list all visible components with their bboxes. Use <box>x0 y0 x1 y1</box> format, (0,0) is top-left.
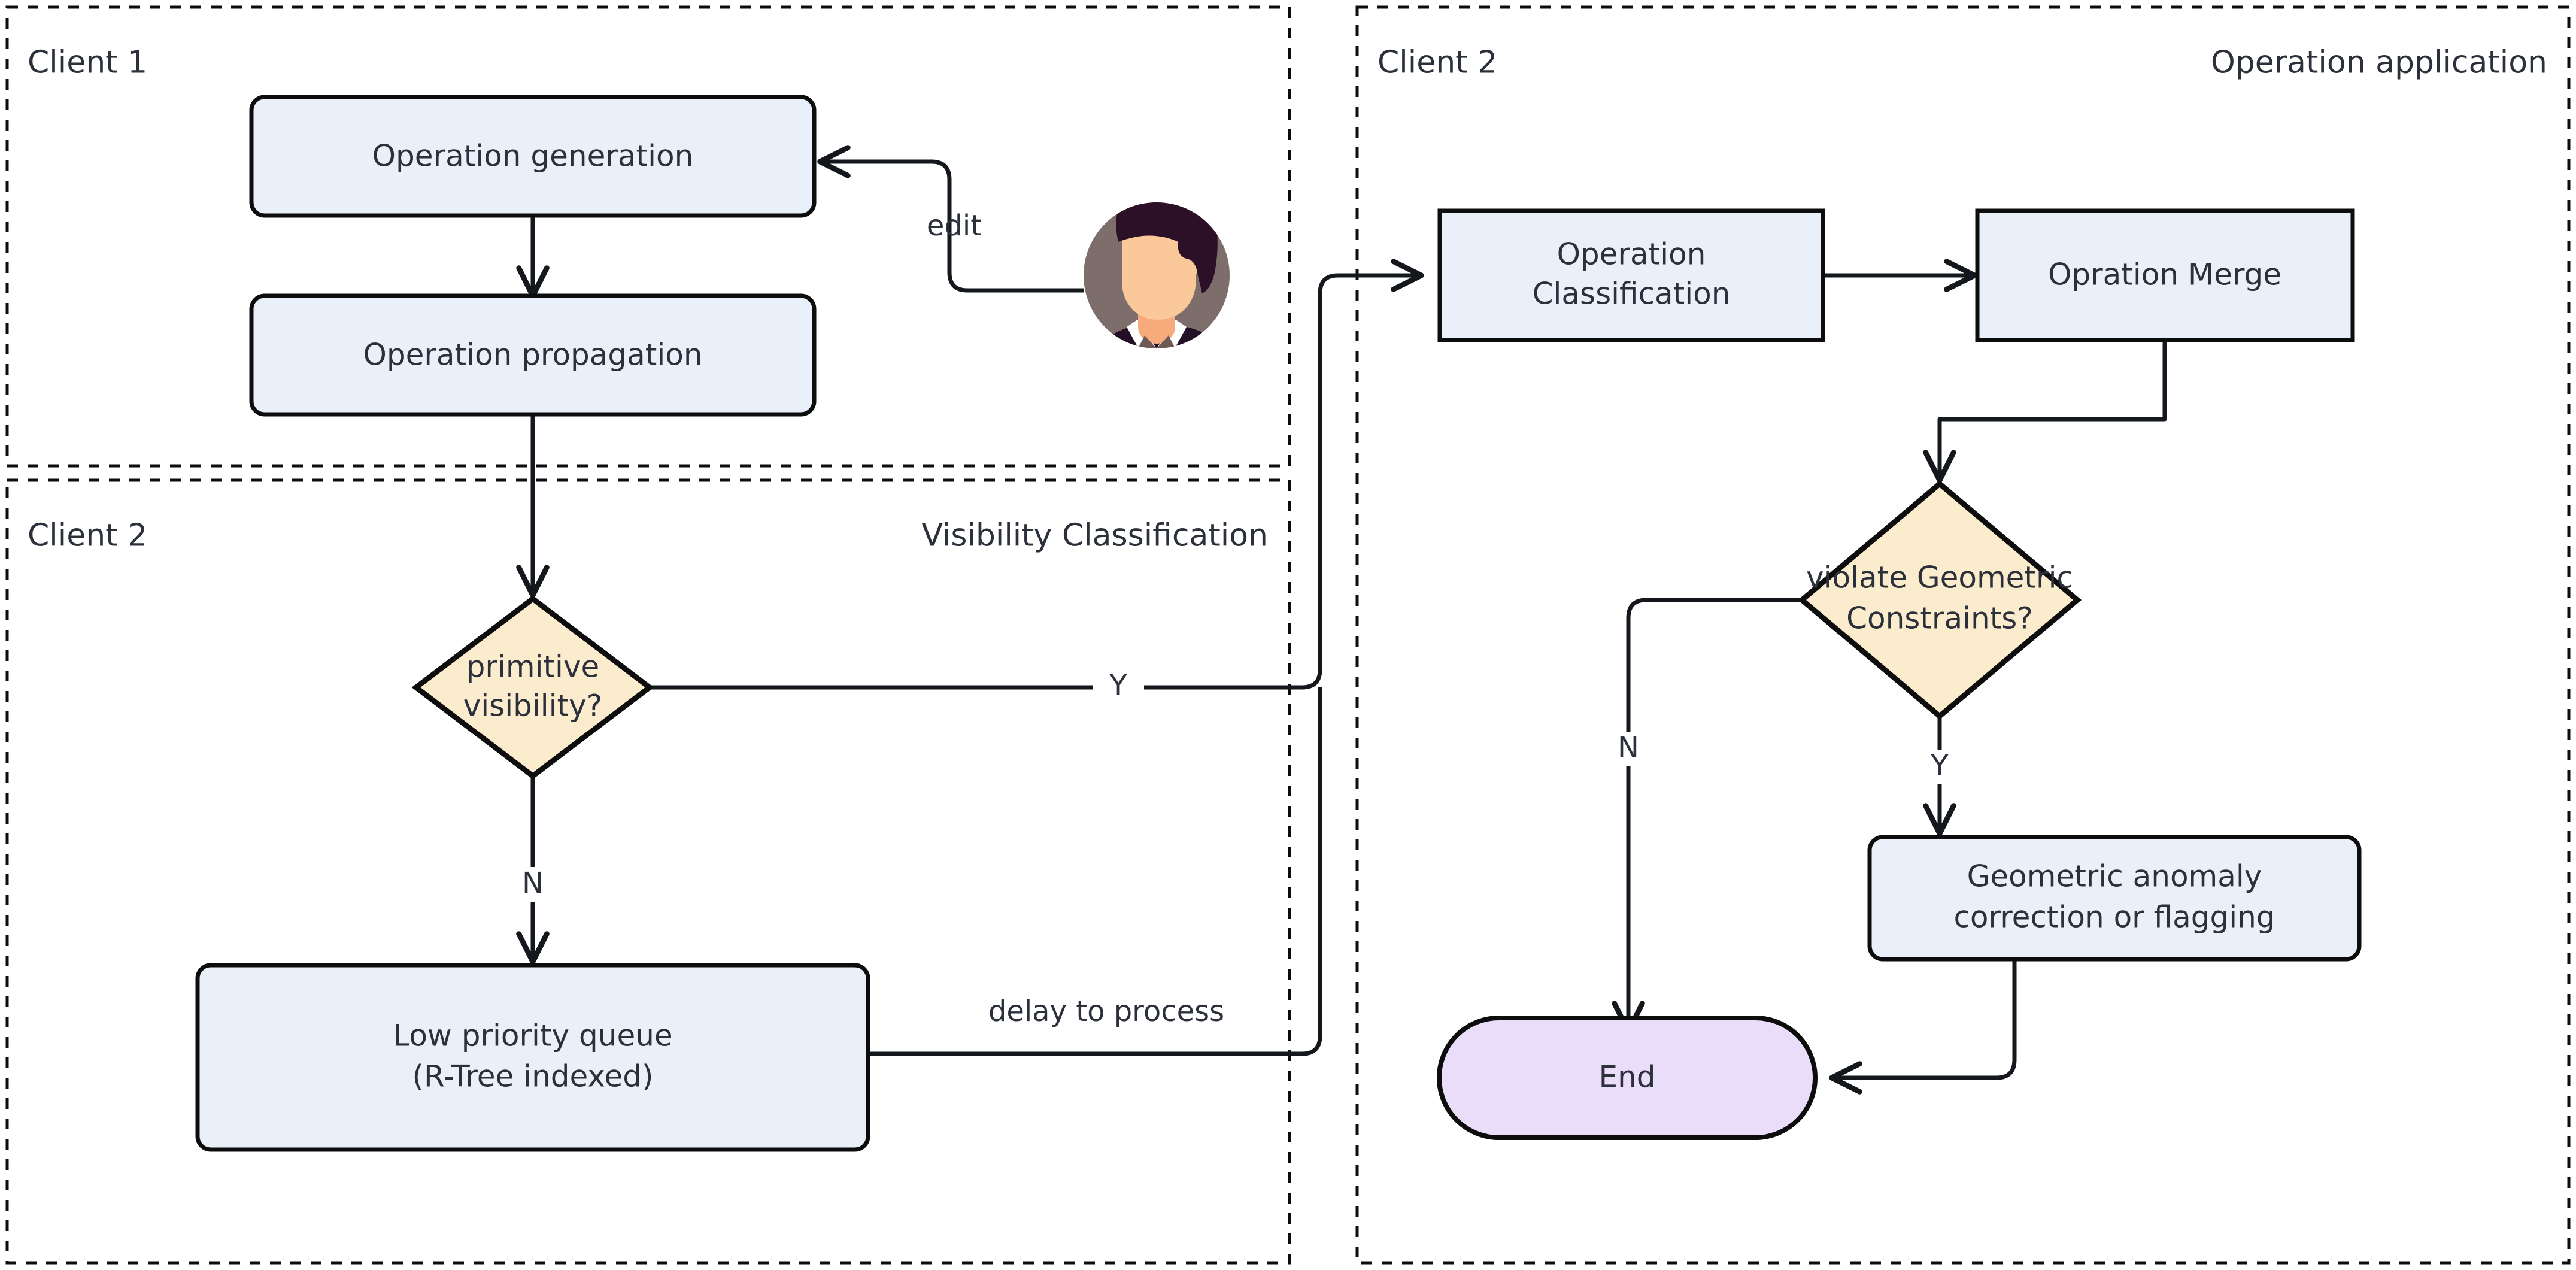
node-end-label: End <box>1598 1060 1655 1095</box>
node-violate-geometric-constraints-label-line1: violate Geometric <box>1806 560 2073 595</box>
panel-operation-application-left-label: Client 2 <box>1377 45 1497 81</box>
node-geometric-anomaly-correction-label-line2: correction or flagging <box>1953 900 2275 935</box>
node-violate-geometric-constraints-shape[interactable] <box>1798 480 2082 720</box>
node-operation-classification-label-line2: Classification <box>1533 277 1731 311</box>
node-operation-generation-label: Operation generation <box>372 139 694 174</box>
node-geometric-anomaly-correction[interactable]: Geometric anomaly correction or flagging <box>1867 835 2362 962</box>
edge-visibility-yes-label-text: Y <box>1109 669 1127 702</box>
node-end-shape[interactable] <box>1437 1016 1818 1140</box>
panel-client1-border <box>5 5 1291 468</box>
edge-visibility-yes-path <box>650 259 1424 690</box>
edge-visibility-no-label-backdrop <box>509 867 557 902</box>
node-low-priority-queue-shape[interactable] <box>195 963 870 1152</box>
node-geometric-anomaly-correction-label-line1: Geometric anomaly <box>1967 859 2262 894</box>
edge-violate-no-label-backdrop <box>1604 732 1652 766</box>
node-low-priority-queue-label-line1: Low priority queue <box>393 1019 672 1053</box>
edge-violate-yes-label: Y <box>1930 749 1949 783</box>
node-primitive-visibility-shape[interactable] <box>411 595 654 780</box>
edge-violate-yes-label-backdrop <box>1916 750 1964 784</box>
node-opration-merge-shape[interactable] <box>1975 208 2355 342</box>
node-violate-geometric-constraints[interactable]: violate Geometric Constraints? <box>1798 480 2082 720</box>
node-end[interactable]: End <box>1437 1016 1818 1140</box>
node-primitive-visibility[interactable]: primitive visibility? <box>411 595 654 780</box>
node-operation-classification-shape[interactable] <box>1437 208 1825 342</box>
edge-correction-end-path <box>1829 959 2017 1095</box>
node-primitive-visibility-label-line2: visibility? <box>463 689 603 723</box>
node-operation-propagation-shape[interactable] <box>249 293 817 417</box>
edge-user-edit-path <box>817 145 1084 293</box>
node-operation-generation-shape[interactable] <box>249 95 817 218</box>
node-operation-classification-label-line1: Operation <box>1557 237 1706 272</box>
edge-violate-no-path <box>1612 598 1805 1034</box>
node-opration-merge[interactable]: Opration Merge <box>1975 208 2355 342</box>
panel-visibility-left-label: Client 2 <box>28 518 147 554</box>
edge-violate-no-label: N <box>1618 731 1639 765</box>
panel-client1-left-label: Client 1 <box>28 45 147 81</box>
edge-queue-delay-label: delay to process <box>988 995 1224 1028</box>
node-geometric-anomaly-correction-shape[interactable] <box>1867 835 2362 962</box>
node-operation-classification[interactable]: Operation Classification <box>1437 208 1825 342</box>
panel-operation-application-right-label: Operation application <box>2211 45 2547 81</box>
edge-visibility-yes-label-backdrop <box>1093 669 1144 705</box>
node-operation-propagation-label: Operation propagation <box>363 338 702 372</box>
node-violate-geometric-constraints-label-line2: Constraints? <box>1846 601 2033 636</box>
user-avatar <box>1084 202 1230 348</box>
node-operation-generation[interactable]: Operation generation <box>249 95 817 218</box>
edge-user-edit-label: edit <box>927 209 982 243</box>
edge-queue-delay-path <box>868 687 1322 1056</box>
node-operation-propagation[interactable]: Operation propagation <box>249 293 817 417</box>
node-primitive-visibility-label-line1: primitive <box>466 650 600 684</box>
panel-visibility-right-label: Visibility Classification <box>921 518 1268 554</box>
panel-visibility-border <box>5 478 1291 1265</box>
edge-merge-violate-path <box>1923 341 2167 483</box>
node-low-priority-queue[interactable]: Low priority queue (R-Tree indexed) <box>195 963 870 1152</box>
node-opration-merge-label: Opration Merge <box>2048 257 2281 292</box>
node-low-priority-queue-label-line2: (R-Tree indexed) <box>412 1059 653 1094</box>
panel-operation-application-border <box>1355 5 2571 1265</box>
edge-visibility-no-label: N <box>522 866 544 900</box>
